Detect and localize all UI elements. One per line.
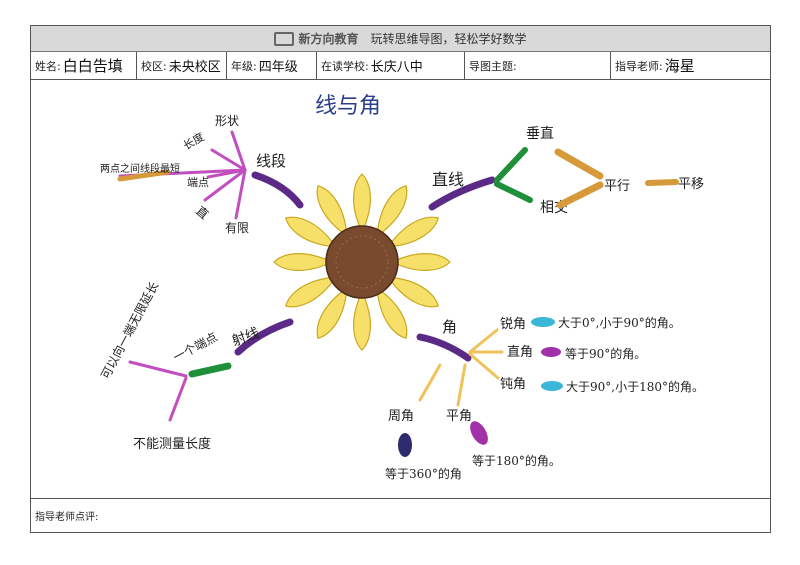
line-branch: 直线 垂直 相交 平行 平移 [428,125,704,216]
angle-obtuse: 钝角 [500,377,526,392]
name-value: 白白告填 [62,57,123,75]
angle-right-desc: 等于90°的角。 [565,346,646,361]
teacher-label: 指导老师: [615,59,663,73]
slogan: 玩转思维导图，轻松学好数学 [370,32,527,46]
segment-branch: 线段 形状 长度 两点之间线段最短 端点 直 有限 [100,114,304,235]
angle-full-desc: 等于360°的角 [385,466,462,481]
campus-label: 校区: [141,59,167,73]
brand: 新方向教育 [274,30,359,47]
angle-right: 直角 [507,345,533,360]
angle-straight: 平角 [446,409,472,424]
ray-endpoint: 一个端点 [171,330,220,365]
book-logo-icon [274,31,295,46]
segment-item-straight: 直 [193,204,211,222]
info-row: 姓名: 白白告填 校区: 未央校区 年级: 四年级 在读学校: 长庆八中 导图主… [31,52,770,80]
grade-cell: 年级: 四年级 [227,52,317,79]
campus-cell: 校区: 未央校区 [137,52,227,79]
line-parallel: 平行 [604,179,630,194]
campus-value: 未央校区 [168,60,221,75]
topic-cell: 导图主题: [465,52,611,79]
segment-item-endpoint: 端点 [187,176,209,189]
angle-straight-desc: 等于180°的角。 [472,453,561,468]
segment-item-shape: 形状 [215,114,239,128]
school-cell: 在读学校: 长庆八中 [317,52,465,79]
angle-acute-desc: 大于0°,小于90°的角。 [558,315,681,330]
school-value: 长庆八中 [370,60,423,75]
header-banner: 新方向教育 玩转思维导图，轻松学好数学 [31,26,770,52]
angle-branch: 角 锐角 大于0°,小于90°的角。 直角 等于90°的角。 钝角 大于90°,… [385,315,704,481]
teacher-cell: 指导老师: 海星 [611,52,770,79]
segment-label: 线段 [256,152,286,170]
angle-acute: 锐角 [500,317,526,332]
topic-label: 导图主题: [469,59,517,73]
ray-unmeasurable: 不能测量长度 [133,436,211,452]
teacher-value: 海星 [664,57,695,75]
school-label: 在读学校: [321,59,369,73]
angle-full: 周角 [388,409,414,424]
map-title: 线与角 [315,94,381,119]
angle-label: 角 [442,318,457,336]
line-label: 直线 [432,170,464,189]
brand-name: 新方向教育 [298,32,359,46]
footer: 指导老师点评: [31,498,770,532]
sunflower-icon [273,173,451,351]
segment-item-shortest: 两点之间线段最短 [100,162,180,175]
teacher-comment-label: 指导老师点评: [35,512,99,523]
segment-item-length: 长度 [181,129,207,152]
ray-branch: 射线 一个端点 可以向一端无限延长 不能测量长度 [97,279,294,452]
line-translate: 平移 [678,177,704,192]
grade-value: 四年级 [258,60,298,75]
angle-obtuse-desc: 大于90°,小于180°的角。 [566,379,704,394]
name-label: 姓名: [35,59,61,73]
name-cell: 姓名: 白白告填 [31,52,137,79]
segment-item-finite: 有限 [225,221,249,235]
grade-label: 年级: [231,59,257,73]
line-perpendicular: 垂直 [526,125,554,142]
